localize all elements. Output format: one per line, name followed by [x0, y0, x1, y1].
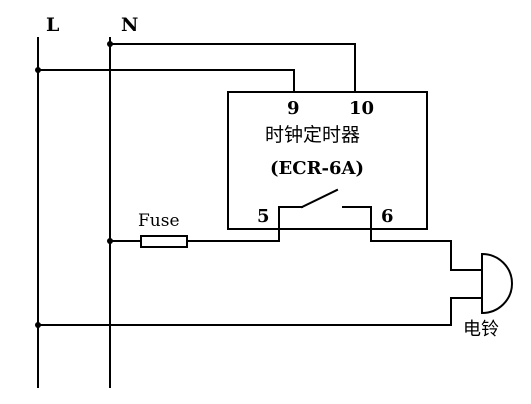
bell-symbol — [481, 252, 513, 315]
terminal-10-label: 10 — [349, 98, 374, 119]
wire-neutral-to-terminal-10 — [109, 43, 356, 93]
live-line-label: L — [46, 14, 59, 36]
bell-label: 电铃 — [463, 319, 499, 340]
terminal-9-label: 9 — [287, 98, 300, 119]
terminal-5-label: 5 — [257, 206, 270, 227]
wire-terminal-6-to-bell — [370, 240, 483, 271]
timer-title: 时钟定时器 — [265, 124, 360, 146]
fuse-symbol — [140, 235, 188, 248]
fuse-label: Fuse — [138, 211, 180, 231]
switch-left-contact — [278, 206, 303, 242]
terminal-6-label: 6 — [381, 206, 394, 227]
switch-blade — [300, 188, 339, 209]
wire-live-to-terminal-9 — [37, 69, 295, 93]
timer-model: (ECR-6A) — [270, 158, 364, 179]
neutral-line-label: N — [121, 14, 138, 36]
switch-right-contact — [342, 206, 372, 242]
timer-box — [227, 91, 428, 230]
wire-bell-to-live — [37, 297, 483, 326]
